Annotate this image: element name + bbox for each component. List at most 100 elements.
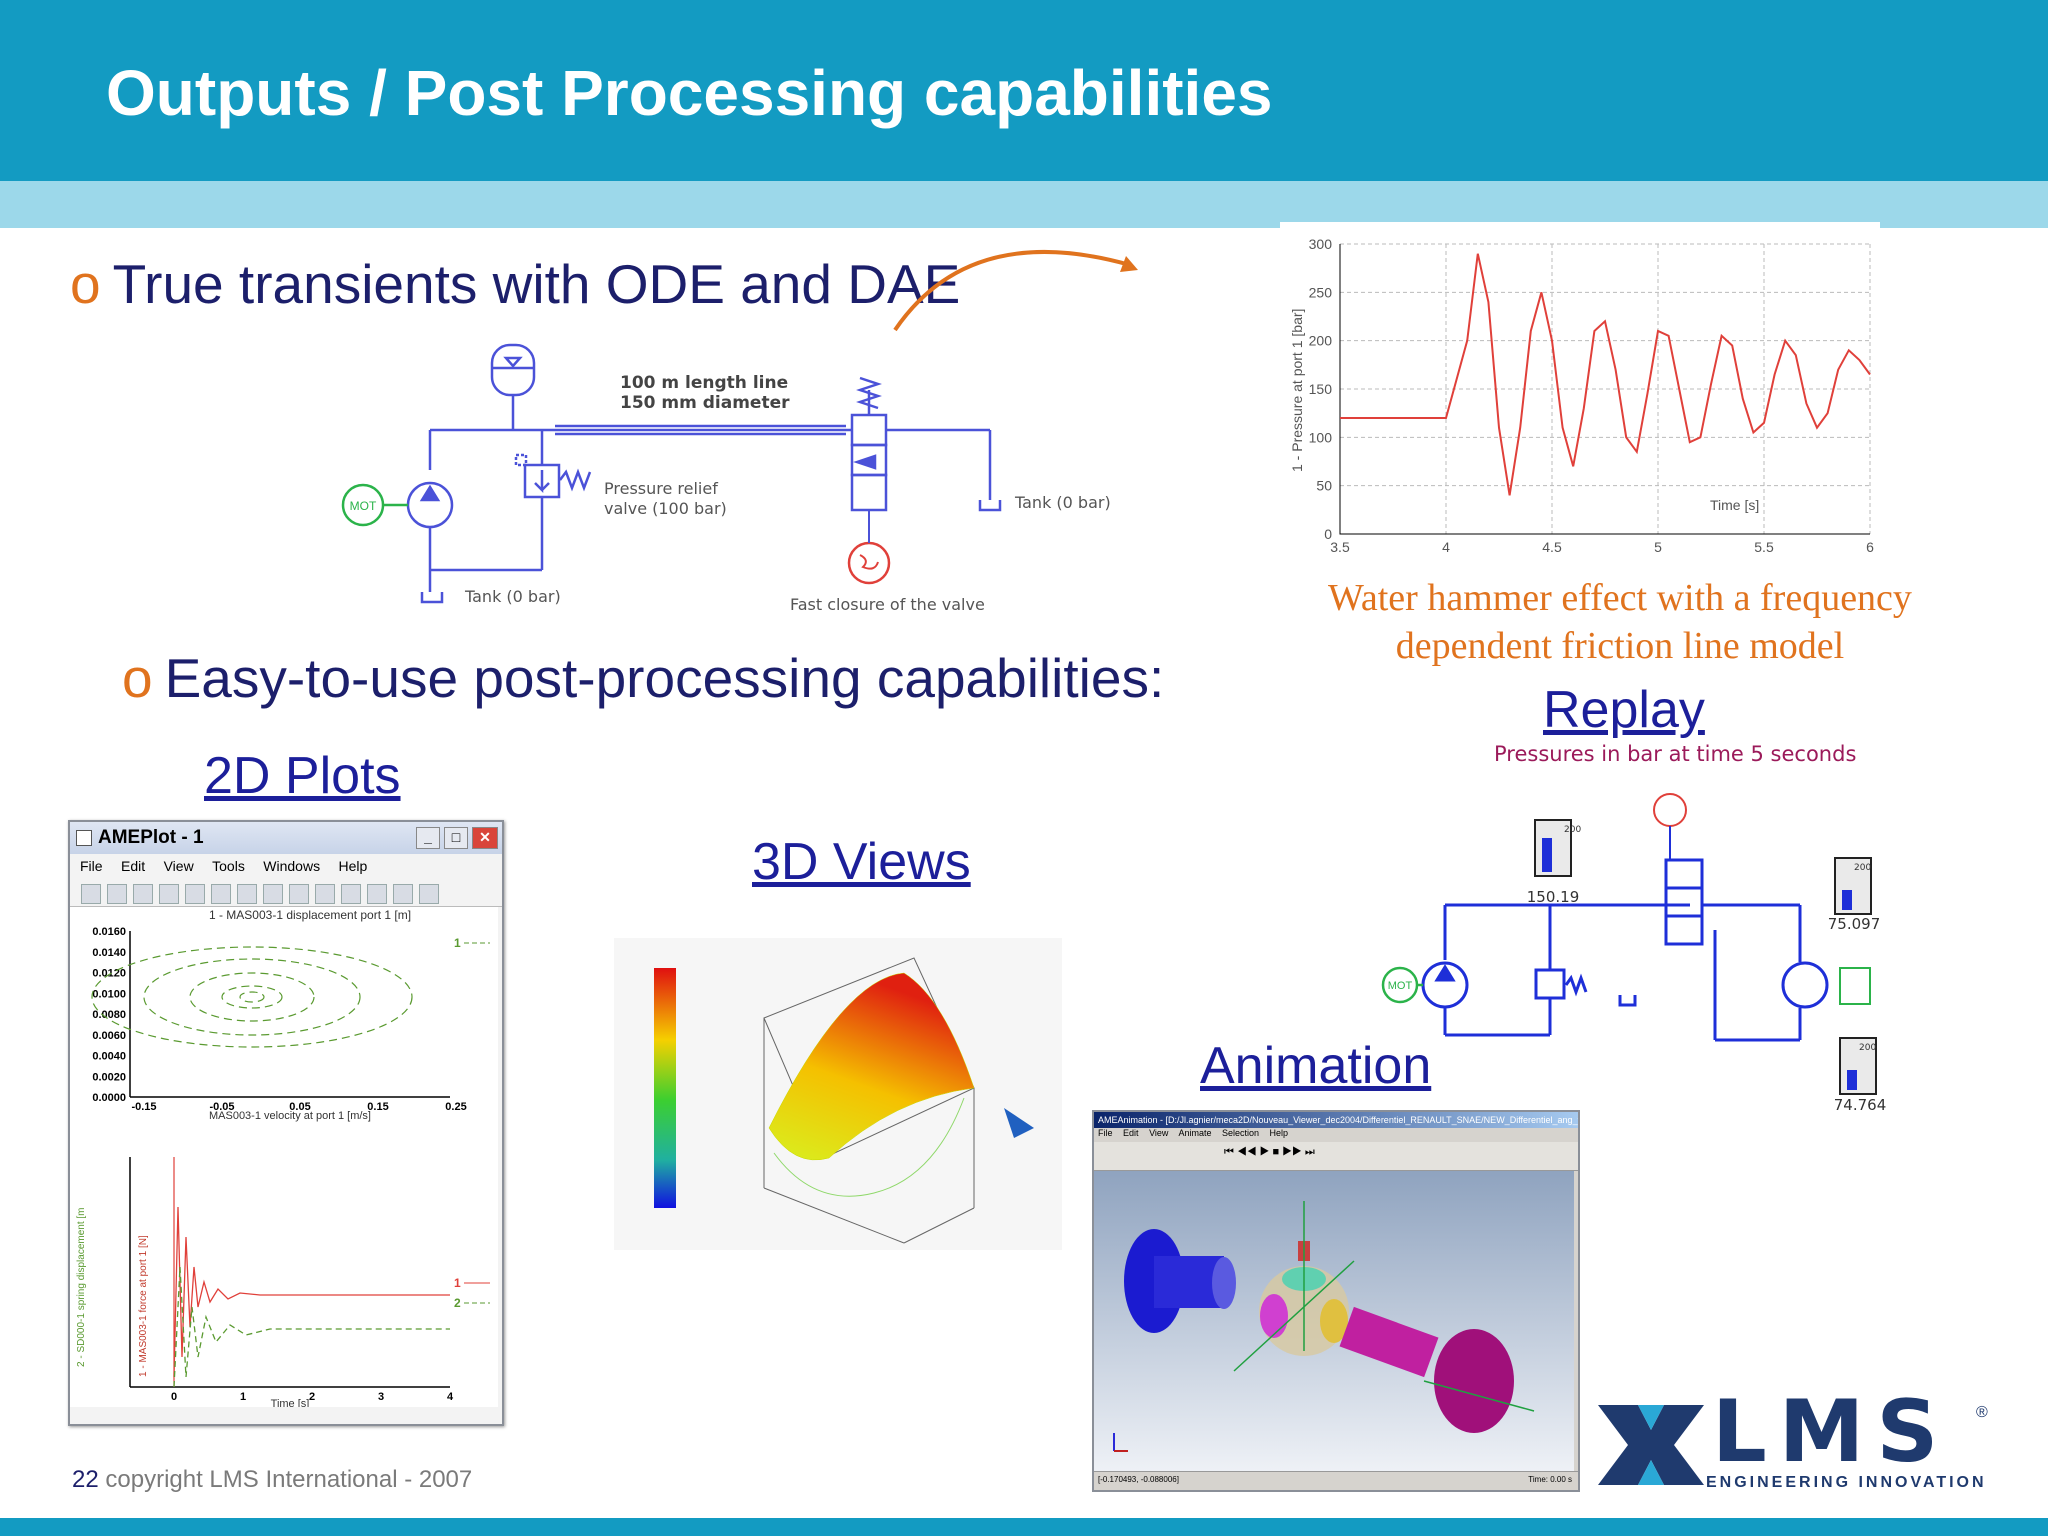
cursor-icon[interactable] (263, 884, 283, 904)
minimize-button[interactable]: _ (416, 827, 440, 849)
menu-help[interactable]: Help (338, 858, 368, 874)
y-tick-label: 50 (1316, 478, 1332, 494)
close-button[interactable]: ✕ (472, 827, 498, 849)
anim-menu-help[interactable]: Help (1269, 1128, 1289, 1138)
x-axis-label: Time [s] (1710, 497, 1759, 513)
y-tick-label: 300 (1309, 236, 1333, 252)
ameplot-window: AMEPlot - 1 _ □ ✕ File Edit View Tools W… (68, 820, 504, 1426)
menu-edit[interactable]: Edit (121, 858, 146, 874)
anim-menu-view[interactable]: View (1149, 1128, 1169, 1138)
export-icon[interactable] (419, 884, 439, 904)
force-series (173, 1206, 450, 1378)
open-icon[interactable] (81, 884, 101, 904)
anim-menu-animate[interactable]: Animate (1178, 1128, 1212, 1138)
caption-line-1: Water hammer effect with a frequency (1328, 577, 1912, 619)
closure-label: Fast closure of the valve (790, 595, 985, 614)
plot2-ylabel-left: 2 - SD000-1 spring displacement [m (76, 1207, 87, 1367)
plot1-x-tick: 0.25 (445, 1101, 466, 1113)
plot1-y-tick: 0.0140 (92, 947, 126, 959)
y-tick-label: 0 (1324, 526, 1332, 542)
signal-source-icon (847, 541, 891, 585)
plot2-x-tick: 3 (378, 1391, 384, 1403)
plot1-x-tick: 0.15 (367, 1101, 388, 1113)
svg-text:MOT: MOT (350, 499, 377, 513)
page-number: 22 (72, 1466, 99, 1493)
plot1-title: 1 - MAS003-1 displacement port 1 [m] (209, 908, 411, 922)
zoom-fit-icon[interactable] (237, 884, 257, 904)
displacement-series (173, 1266, 450, 1388)
svg-text:MOT: MOT (1388, 980, 1413, 992)
header-stripe (0, 181, 2048, 228)
fft-icon[interactable] (393, 884, 413, 904)
plot2-x-tick: 2 (309, 1391, 315, 1403)
clock-icon[interactable] (367, 884, 387, 904)
replay-subtitle: Pressures in bar at time 5 seconds (1494, 742, 1857, 766)
tank-left-label: Tank (0 bar) (464, 587, 561, 606)
x-tick-label: 6 (1866, 539, 1874, 555)
plot1-x-tick: -0.15 (131, 1101, 156, 1113)
svg-text:200: 200 (1564, 825, 1581, 835)
maximize-button[interactable]: □ (444, 827, 468, 849)
anim-menu-selection[interactable]: Selection (1221, 1128, 1260, 1138)
replay-link[interactable]: Replay (1543, 681, 1705, 739)
x-tick-label: 5 (1654, 539, 1662, 555)
y-axis-label: 1 - Pressure at port 1 [bar] (1289, 309, 1305, 472)
menu-tools[interactable]: Tools (212, 858, 245, 874)
plot2-ylabel-right: 1 - MAS003-1 force at port 1 [N] (138, 1235, 149, 1377)
line-label-1: 100 m length line (620, 373, 788, 393)
x-tick-label: 5.5 (1754, 539, 1774, 555)
bullet-mark: o (70, 253, 101, 315)
menu-windows[interactable]: Windows (263, 858, 321, 874)
zoom-in-icon[interactable] (185, 884, 205, 904)
ameplot-plots: 1 - MAS003-1 displacement port 1 [m] 0.0… (70, 907, 498, 1407)
chart-axes (1339, 244, 1870, 535)
plot1-y-tick: 0.0020 (92, 1071, 126, 1083)
plots-2d-link[interactable]: 2D Plots (204, 747, 401, 805)
lms-tagline: ENGINEERING INNOVATION (1706, 1474, 1987, 1491)
plot2-legend-2: 2 (454, 1296, 461, 1310)
plot1-y-tick: 0.0100 (92, 988, 126, 1000)
anim-menu-file[interactable]: File (1098, 1128, 1113, 1138)
surface-3d-view (614, 938, 1062, 1250)
y-tick-label: 150 (1309, 381, 1333, 397)
animation-link[interactable]: Animation (1200, 1037, 1432, 1095)
copyright-text: copyright LMS International - 2007 (105, 1466, 473, 1493)
anim-menu-edit[interactable]: Edit (1123, 1128, 1139, 1138)
zoom-icon[interactable] (159, 884, 179, 904)
text-icon[interactable] (315, 884, 335, 904)
menu-file[interactable]: File (80, 858, 103, 874)
plot1-y-tick: 0.0000 (92, 1092, 126, 1104)
plot2-xlabel: Time [s] (271, 1398, 310, 1407)
arrow-icon (893, 249, 1138, 332)
playback-controls[interactable]: ⏮ ◀◀ ▶ ■ ▶▶ ⏭ (1224, 1146, 1315, 1158)
footer: 22 copyright LMS International - 2007 (72, 1466, 472, 1494)
animation-viewport (1094, 1171, 1574, 1471)
app-icon (76, 830, 92, 846)
pressure-series-line (1340, 253, 1871, 496)
phase-spiral (91, 946, 413, 1048)
gauge-3: 74.764 200 (1834, 1037, 1887, 1114)
title-bar (0, 0, 2048, 181)
plot2-x-tick: 4 (447, 1391, 454, 1403)
color-icon[interactable] (341, 884, 361, 904)
plot1-legend: 1 (454, 936, 461, 950)
menu-view[interactable]: View (163, 858, 194, 874)
animation-menubar: File Edit View Animate Selection Help (1094, 1128, 1578, 1142)
relief-label-2: valve (100 bar) (604, 499, 727, 518)
x-tick-label: 4 (1442, 539, 1450, 555)
print-icon[interactable] (133, 884, 153, 904)
table-icon[interactable] (289, 884, 309, 904)
lms-logo-text: LMS (1712, 1382, 1951, 1482)
gauge-2: 75.097 200 (1828, 857, 1880, 933)
plot1-y-tick: 0.0060 (92, 1030, 126, 1042)
save-icon[interactable] (107, 884, 127, 904)
x-tick-label: 4.5 (1542, 539, 1562, 555)
svg-text:74.764: 74.764 (1834, 1096, 1887, 1114)
relief-label-1: Pressure relief (604, 479, 718, 498)
registered-mark: ® (1976, 1404, 1988, 1421)
views-3d-link[interactable]: 3D Views (752, 833, 971, 891)
zoom-out-icon[interactable] (211, 884, 231, 904)
